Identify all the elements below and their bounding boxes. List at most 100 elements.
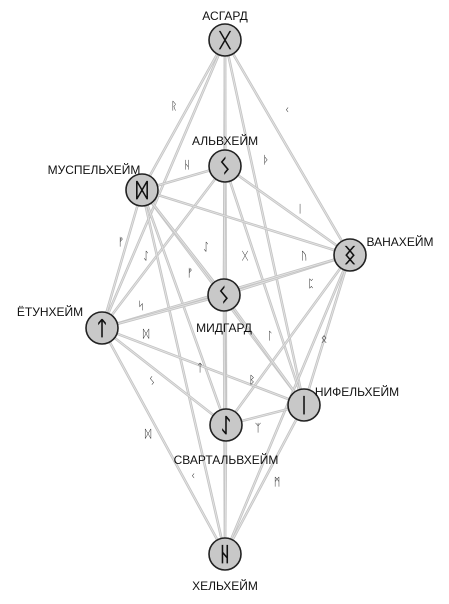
node-midgard: ᛊ МИДГАРД	[196, 278, 252, 335]
node-alfheim: ᛊ АЛЬВХЕЙМ	[192, 133, 258, 183]
node-label: ЁТУНХЕЙМ	[17, 304, 83, 319]
edge-rune-asgard-vanaheim: ᚲ	[284, 104, 291, 117]
edge-rune-alfheim-muspelheim: ᚺ	[184, 159, 191, 172]
edge-vanaheim-niflheim	[302, 253, 352, 407]
edge-rune-muspelheim-vanaheim: ᛁ	[297, 203, 304, 216]
edge-midgard-niflheim	[222, 293, 306, 407]
edge-line-highlight	[224, 39, 351, 256]
node-circle	[207, 278, 241, 312]
node-jotunheim: ᛏ ЁТУНХЕЙМ	[17, 304, 119, 345]
edge-niflheim-helheim	[223, 403, 306, 556]
edge-rune-asgard-alfheim: ᚱ	[171, 100, 178, 113]
edge-asgard-muspelheim	[140, 38, 227, 192]
edge-alfheim-midgard	[222, 164, 227, 297]
edge-line-highlight	[141, 39, 226, 191]
edge-rune-niflheim-svartalfheim: ᛉ	[255, 422, 262, 435]
node-circle	[208, 537, 242, 571]
node-circle	[85, 311, 119, 345]
edge-rune-vanaheim-helheim: ᛗ	[274, 476, 281, 489]
edge-line-highlight	[224, 404, 305, 555]
edge-line-highlight	[224, 165, 351, 256]
node-rune: ᛞ	[136, 178, 148, 202]
node-niflheim: ᛁ НИФЕЛЬХЕЙМ	[287, 384, 399, 422]
node-rune: ᛇ	[220, 413, 232, 437]
node-rune: ᛝ	[344, 243, 356, 267]
edge-rune-muspelheim-jotunheim: ᚠ	[118, 236, 125, 249]
edge-line-highlight	[224, 39, 305, 406]
edge-alfheim-niflheim	[223, 164, 306, 407]
edge-muspelheim-jotunheim	[100, 188, 144, 330]
node-helheim: ᚺ ХЕЛЬХЕЙМ	[192, 537, 258, 593]
edge-line-highlight	[141, 189, 351, 256]
edge-line-highlight	[223, 294, 305, 406]
node-svartalfheim: ᛇ СВАРТАЛЬВХЕЙМ	[174, 408, 279, 467]
node-circle	[208, 23, 242, 57]
edge-asgard-vanaheim	[223, 38, 352, 257]
edge-rune-muspelheim-midgard: ᚠ	[187, 267, 194, 280]
edge-line-highlight	[101, 294, 225, 329]
node-rune: ᛊ	[219, 154, 231, 178]
edge-line-highlight	[101, 327, 226, 555]
node-label: ВАНАХЕЙМ	[367, 234, 434, 249]
edge-line-highlight	[141, 189, 226, 555]
node-asgard: ᚷ АСГАРД	[202, 9, 248, 57]
edge-vanaheim-svartalfheim	[224, 253, 352, 427]
edge-muspelheim-vanaheim	[140, 188, 352, 257]
edge-jotunheim-midgard	[100, 293, 226, 330]
node-label: ХЕЛЬХЕЙМ	[192, 578, 258, 593]
edge-line-highlight	[224, 165, 305, 406]
edge-line-highlight	[303, 254, 351, 406]
edge-jotunheim-helheim	[100, 326, 227, 556]
edge-rune-alfheim-niflheim: ᚷ	[242, 250, 249, 263]
edge-rune-jotunheim-helheim: ᛞ	[145, 428, 152, 441]
edge-rune-alfheim-vanaheim: ᚦ	[263, 154, 270, 167]
node-vanaheim: ᛝ ВАНАХЕЙМ	[333, 234, 434, 272]
node-circle	[209, 408, 243, 442]
edge-line-highlight	[101, 189, 143, 329]
node-rune: ᚷ	[218, 28, 232, 52]
node-circle	[333, 238, 367, 272]
edge-line-highlight	[225, 254, 351, 426]
edge-muspelheim-helheim	[140, 188, 227, 556]
edge-line-highlight	[141, 189, 225, 296]
node-rune: ᛁ	[298, 393, 310, 417]
node-label: СВАРТАЛЬВХЕЙМ	[174, 452, 279, 467]
node-rune: ᛏ	[96, 316, 108, 340]
node-label: МУСПЕЛЬХЕЙМ	[48, 162, 141, 177]
node-circle	[287, 388, 321, 422]
node-label: МИДГАРД	[196, 321, 252, 335]
node-rune: ᚺ	[219, 542, 231, 566]
edge-alfheim-vanaheim	[223, 164, 352, 257]
edge-rune-jotunheim-svartalfheim: ᛊ	[149, 375, 156, 388]
edge-rune-muspelheim-svartalfheim: ᛏ	[197, 362, 204, 375]
edge-jotunheim-niflheim	[100, 326, 306, 407]
edge-rune-jotunheim-niflheim: ᛞ	[143, 328, 150, 341]
edge-asgard-niflheim	[223, 38, 306, 407]
edge-muspelheim-svartalfheim	[140, 188, 228, 427]
nodes-layer: ᚷАСГАРДᛊАЛЬВХЕЙМᛞМУСПЕЛЬХЕЙМᛝВАНАХЕЙМᛊМИ…	[17, 9, 434, 593]
node-circle	[125, 173, 159, 207]
edge-jotunheim-svartalfheim	[100, 326, 228, 427]
node-rune: ᛊ	[218, 283, 230, 307]
edge-line-highlight	[223, 165, 226, 296]
edge-rune-midgard-niflheim: ᛚ	[267, 330, 274, 343]
edge-rune-alfheim-jotunheim: ᛇ	[203, 241, 210, 254]
edge-line-highlight	[101, 327, 227, 426]
node-circle	[208, 149, 242, 183]
edge-rune-midgard-muspelheim: ᛇ	[143, 250, 150, 263]
node-label: АСГАРД	[202, 9, 247, 23]
edge-line-highlight	[224, 424, 227, 555]
node-label: АЛЬВХЕЙМ	[192, 133, 258, 148]
node-label: НИФЕЛЬХЕЙМ	[315, 384, 399, 399]
edge-line-highlight	[101, 327, 305, 406]
edge-rune-midgard-svartalfheim: ᛒ	[249, 374, 256, 387]
edge-rune-vanaheim-jotunheim: ᛈ	[308, 278, 315, 291]
edge-midgard-muspelheim	[140, 188, 226, 297]
edge-svartalfheim-helheim	[223, 423, 228, 556]
edge-rune-jotunheim-midgard: ᛋ	[138, 300, 145, 313]
edge-line-highlight	[141, 189, 227, 426]
edge-rune-svartalfheim-helheim: ᚲ	[190, 470, 197, 483]
